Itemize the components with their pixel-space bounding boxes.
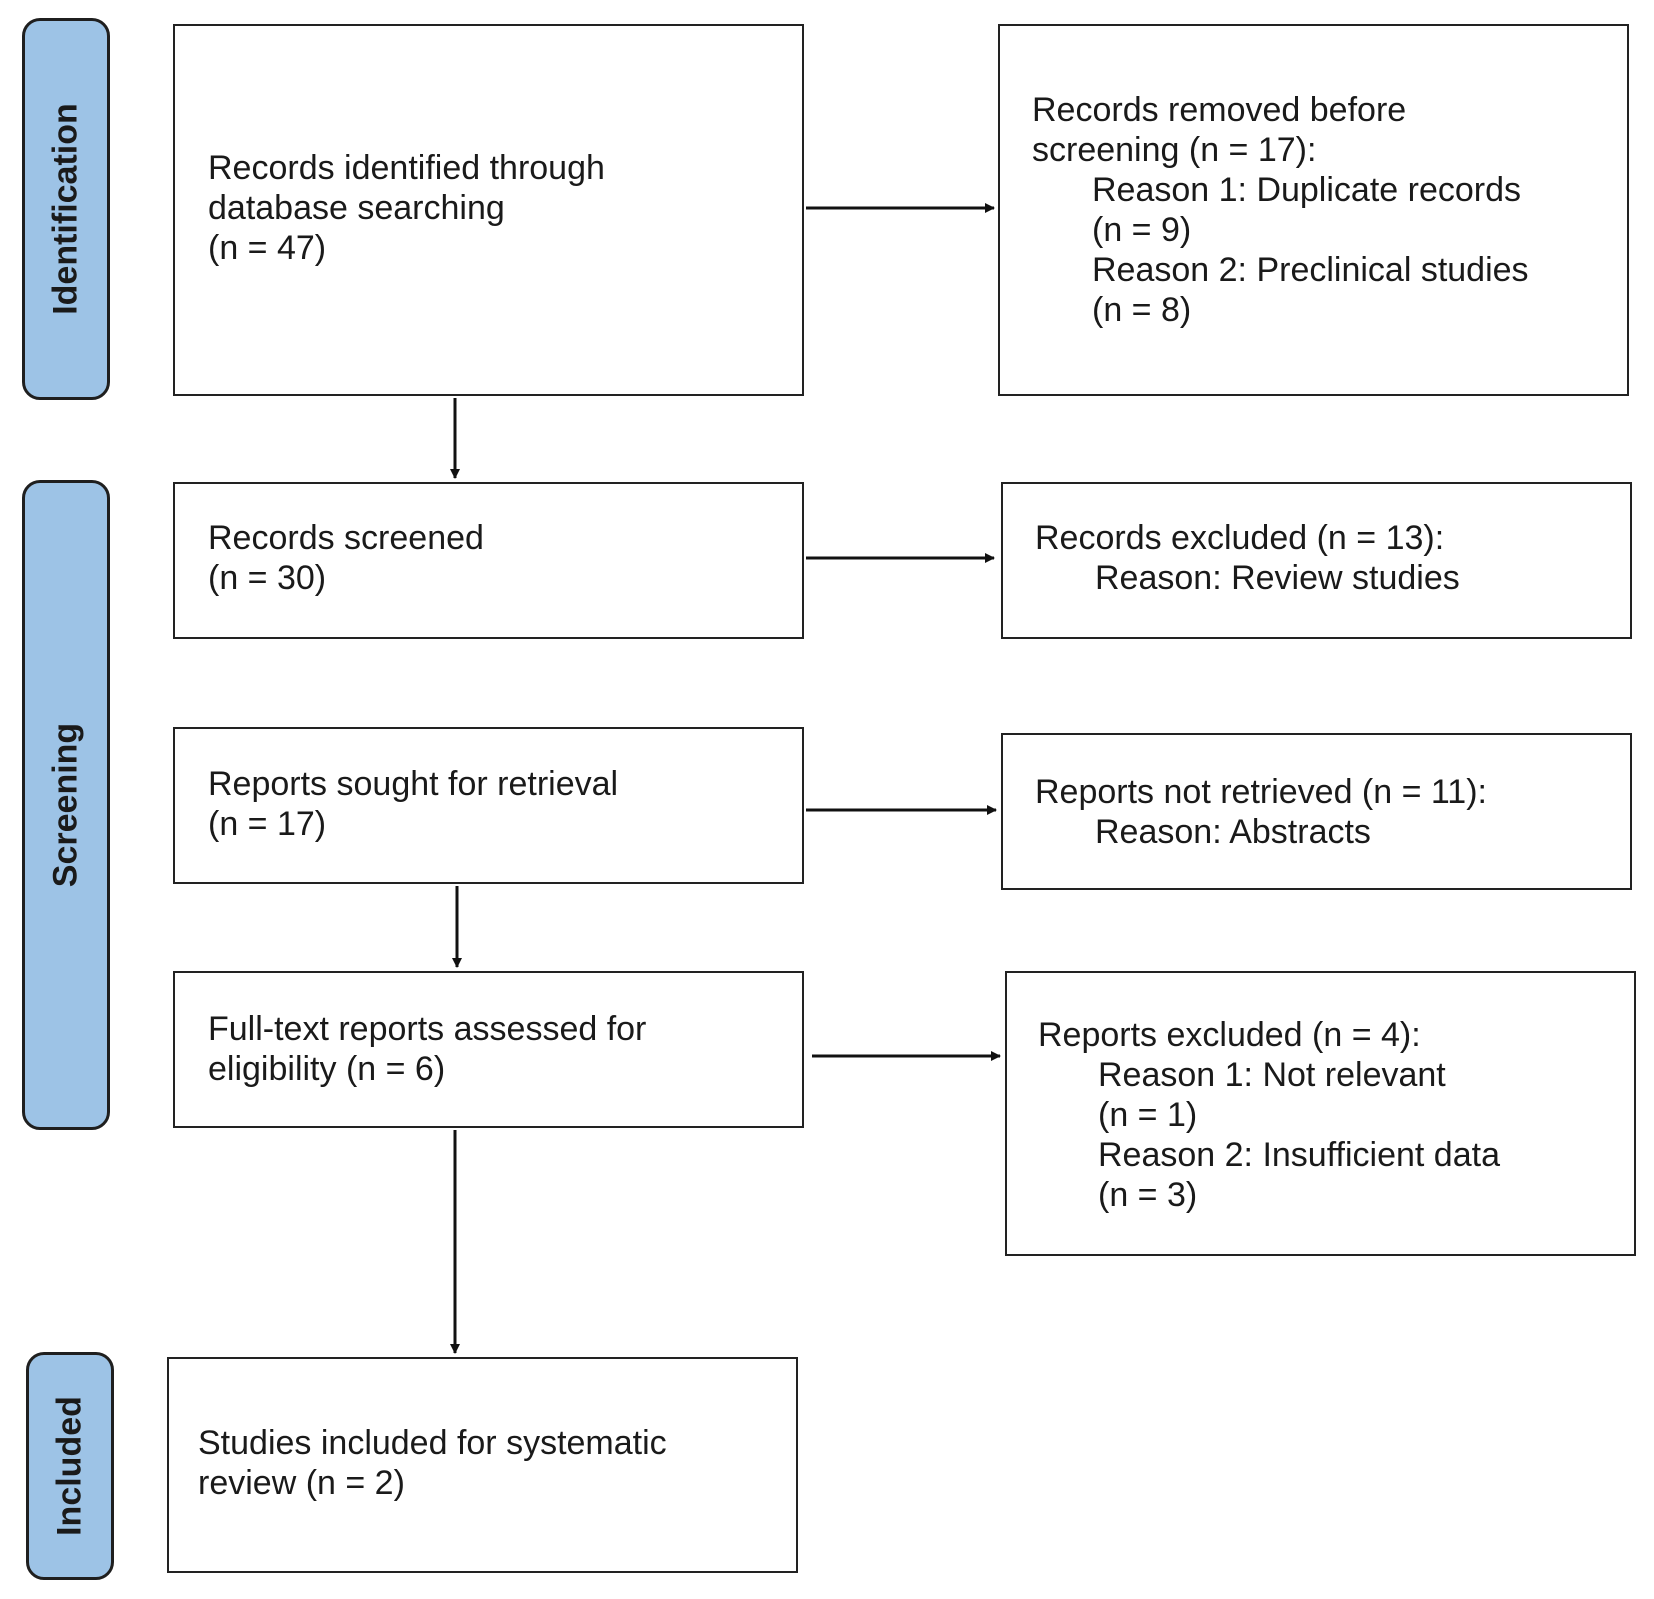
- records-identified-line1: Records identified through: [208, 149, 605, 187]
- phase-screening-label: Screening: [46, 722, 85, 888]
- reports-sought-line1: Reports sought for retrieval: [208, 765, 619, 803]
- reports-excluded-reason1: Reason 1: Not relevant: [1098, 1056, 1446, 1094]
- records-identified-line2: database searching: [208, 189, 505, 227]
- records-excluded-reason: Reason: Review studies: [1095, 559, 1460, 597]
- reports-excluded-reason1-count: (n = 1): [1098, 1096, 1198, 1134]
- phase-included-label: Included: [50, 1396, 89, 1536]
- box-reports-excluded: [1005, 971, 1636, 1256]
- records-removed-reason2: Reason 2: Preclinical studies: [1092, 251, 1529, 289]
- records-identified-text: Records identified through database sear…: [208, 148, 605, 268]
- phase-screening: Screening: [22, 480, 110, 1130]
- records-removed-line2: screening (n = 17):: [1032, 131, 1317, 169]
- reports-not-retrieved-line1: Reports not retrieved (n = 11):: [1035, 773, 1487, 811]
- phase-identification-label: Identification: [46, 103, 85, 315]
- box-studies-included: [167, 1357, 798, 1573]
- phase-included: Included: [26, 1352, 114, 1580]
- reports-not-retrieved-reason: Reason: Abstracts: [1095, 813, 1371, 851]
- studies-included-line2: review (n = 2): [198, 1464, 405, 1502]
- records-removed-reason1: Reason 1: Duplicate records: [1092, 171, 1522, 209]
- records-removed-line1: Records removed before: [1032, 91, 1407, 129]
- reports-excluded-reason2-count: (n = 3): [1098, 1176, 1198, 1214]
- records-excluded-text: Records excluded (n = 13): Reason: Revie…: [1035, 518, 1460, 598]
- reports-excluded-reason2: Reason 2: Insufficient data: [1098, 1136, 1500, 1174]
- records-removed-reason1-count: (n = 9): [1092, 211, 1192, 249]
- reports-excluded-line1: Reports excluded (n = 4):: [1038, 1016, 1421, 1054]
- box-reports-not-retrieved: [1001, 733, 1632, 890]
- reports-not-retrieved-text: Reports not retrieved (n = 11): Reason: …: [1035, 772, 1487, 852]
- records-screened-line1: Records screened: [208, 519, 484, 557]
- records-removed-reason2-count: (n = 8): [1092, 291, 1192, 329]
- box-records-excluded: [1001, 482, 1632, 639]
- reports-excluded-text: Reports excluded (n = 4): Reason 1: Not …: [1038, 1015, 1500, 1215]
- phase-identification: Identification: [22, 18, 110, 400]
- studies-included-text: Studies included for systematic review (…: [198, 1423, 667, 1503]
- box-reports-assessed: [173, 971, 804, 1128]
- records-identified-count: (n = 47): [208, 229, 327, 267]
- records-screened-count: (n = 30): [208, 559, 327, 597]
- box-reports-sought: [173, 727, 804, 884]
- reports-assessed-line2: eligibility (n = 6): [208, 1050, 446, 1088]
- reports-assessed-text: Full-text reports assessed for eligibili…: [208, 1009, 646, 1089]
- studies-included-line1: Studies included for systematic: [198, 1424, 667, 1462]
- reports-sought-count: (n = 17): [208, 805, 327, 843]
- box-records-identified: [173, 24, 804, 396]
- records-excluded-line1: Records excluded (n = 13):: [1035, 519, 1445, 557]
- records-screened-text: Records screened (n = 30): [208, 518, 484, 598]
- reports-assessed-line1: Full-text reports assessed for: [208, 1010, 647, 1048]
- records-removed-text: Records removed before screening (n = 17…: [1032, 90, 1529, 330]
- reports-sought-text: Reports sought for retrieval (n = 17): [208, 764, 618, 844]
- box-records-screened: [173, 482, 804, 639]
- box-records-removed: [998, 24, 1629, 396]
